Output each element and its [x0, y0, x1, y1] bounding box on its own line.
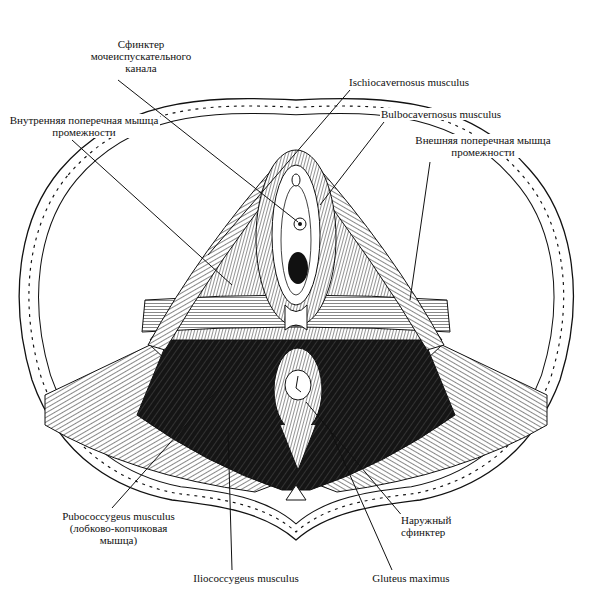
- leader-lines: [72, 80, 430, 570]
- part-label: Сфинктер мочеиспускательного канала: [80, 38, 202, 74]
- part-label: Iliococcygeus musculus: [175, 572, 317, 584]
- part-label: Внешняя поперечная мышца промежности: [402, 134, 564, 158]
- part-label: Pubococcygeus musculus (лобково-копчиков…: [50, 510, 187, 546]
- part-label: Bulbocavernosus musculus: [380, 108, 532, 120]
- part-label: Внутренняя поперечная мышца промежности: [8, 114, 160, 138]
- part-label: Наружный сфинктер: [400, 514, 492, 538]
- part-label: Gluteus maximus: [360, 572, 462, 584]
- part-label: Ischiocavernosus musculus: [348, 76, 500, 88]
